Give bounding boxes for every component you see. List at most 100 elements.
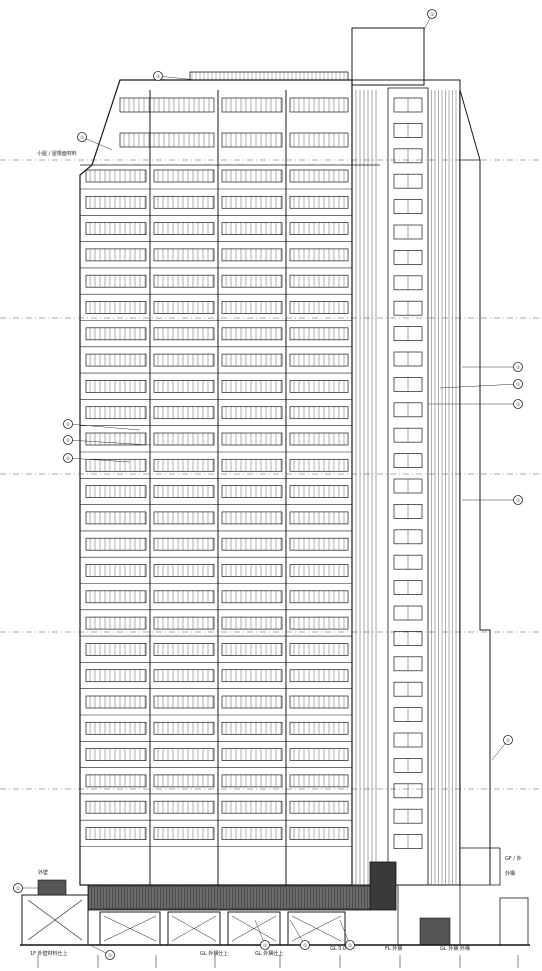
- window-band: [221, 458, 283, 472]
- window-band: [153, 274, 215, 288]
- callout-c-tower-top: ①: [427, 9, 437, 19]
- window-band: [85, 485, 147, 498]
- callout-c-bottom-4: ①: [345, 940, 355, 950]
- callout-text: ①: [516, 402, 520, 408]
- window-band: [153, 458, 215, 472]
- window-band: [153, 774, 215, 788]
- window-band: [221, 800, 283, 814]
- entrance-block: [369, 861, 397, 911]
- window-band: [85, 537, 147, 551]
- window-band: [85, 748, 147, 761]
- window-band: [221, 432, 283, 446]
- window-band: [153, 169, 215, 183]
- callout-circle: [345, 940, 355, 950]
- window-band: [153, 432, 215, 446]
- window-band: [221, 248, 283, 262]
- callout-c-right-4: ①: [513, 495, 523, 505]
- window-band: [221, 353, 283, 367]
- window-band: [153, 695, 215, 709]
- window-band: [153, 616, 215, 630]
- callout-circle: [63, 435, 73, 445]
- window-band: [85, 827, 147, 840]
- window-band: [221, 511, 283, 525]
- window-band: [153, 721, 215, 735]
- window-band: [221, 327, 283, 341]
- window-band: [85, 695, 147, 709]
- callout-text: ①: [506, 738, 510, 744]
- callout-circle: [153, 71, 163, 81]
- roof-note: 小屋 / 屋根面材料: [37, 150, 77, 157]
- left-lower-note: 1F 外壁材料仕上: [30, 950, 68, 957]
- callout-c-right-2: ①: [513, 379, 523, 389]
- window-band: [85, 327, 147, 341]
- window-band: [221, 827, 283, 840]
- leader-line: [67, 439, 151, 446]
- window-band: [221, 721, 283, 735]
- callout-text: ①: [303, 943, 307, 949]
- callout-c-left-2: ①: [63, 435, 73, 445]
- callout-c-upper: ①: [77, 132, 87, 142]
- window-band: [221, 222, 283, 235]
- window-band: [221, 643, 283, 656]
- window-band: [221, 97, 283, 113]
- window-band: [153, 195, 215, 209]
- window-band: [85, 511, 147, 525]
- window-band: [85, 774, 147, 788]
- leader-line: [67, 457, 131, 463]
- window-band: [221, 169, 283, 183]
- callout-text: ①: [516, 498, 520, 504]
- window-band: [153, 353, 215, 367]
- window-band: [85, 195, 147, 209]
- window-band: [85, 616, 147, 630]
- window-band: [85, 222, 147, 235]
- callout-c-bottom-3: ①: [300, 940, 310, 950]
- window-band: [221, 748, 283, 761]
- window-band: [153, 800, 215, 814]
- bottom-note-4: FL 外構: [385, 945, 402, 952]
- callout-text: ①: [66, 456, 70, 462]
- window-band: [119, 97, 215, 113]
- right-note-1: GF / 外: [505, 855, 522, 862]
- window-band: [221, 616, 283, 630]
- callout-c-roof: ①: [153, 71, 163, 81]
- window-band: [153, 669, 215, 683]
- ground-floor-base: [20, 861, 530, 968]
- window-band: [85, 669, 147, 683]
- right-note-2: 外構: [505, 870, 515, 877]
- window-band: [221, 695, 283, 709]
- window-band: [221, 774, 283, 788]
- callout-circle: [513, 399, 523, 409]
- bottom-note-2: GL 外構仕上: [255, 950, 283, 957]
- east-wing-outline: [351, 79, 461, 886]
- leader-lines: [18, 13, 519, 956]
- main-block-outline: [79, 79, 353, 886]
- window-band: [153, 380, 215, 393]
- window-band: [85, 800, 147, 814]
- window-band: [221, 195, 283, 209]
- bottom-note-5: GL 外構 外構: [440, 945, 470, 952]
- callout-circle: [63, 453, 73, 463]
- window-band: [153, 748, 215, 761]
- window-band: [153, 485, 215, 498]
- callout-text: ①: [66, 422, 70, 428]
- callout-c-left-3: ①: [63, 453, 73, 463]
- callout-circle: [513, 379, 523, 389]
- lobby-door: [419, 917, 451, 946]
- window-band: [85, 169, 147, 183]
- window-band: [153, 327, 215, 341]
- window-band: [221, 669, 283, 683]
- penthouse-box: [351, 27, 425, 86]
- window-band: [85, 248, 147, 262]
- window-band: [153, 590, 215, 604]
- callout-circle: [513, 495, 523, 505]
- left-annex-roof: [37, 879, 67, 896]
- callout-circle: [63, 419, 73, 429]
- window-band: [153, 537, 215, 551]
- window-band: [85, 643, 147, 656]
- window-band: [221, 274, 283, 288]
- callout-text: ①: [156, 74, 160, 80]
- callout-text: ①: [516, 365, 520, 371]
- garage-bay-cross: [171, 915, 217, 942]
- callout-circle: [503, 735, 513, 745]
- window-band: [85, 353, 147, 367]
